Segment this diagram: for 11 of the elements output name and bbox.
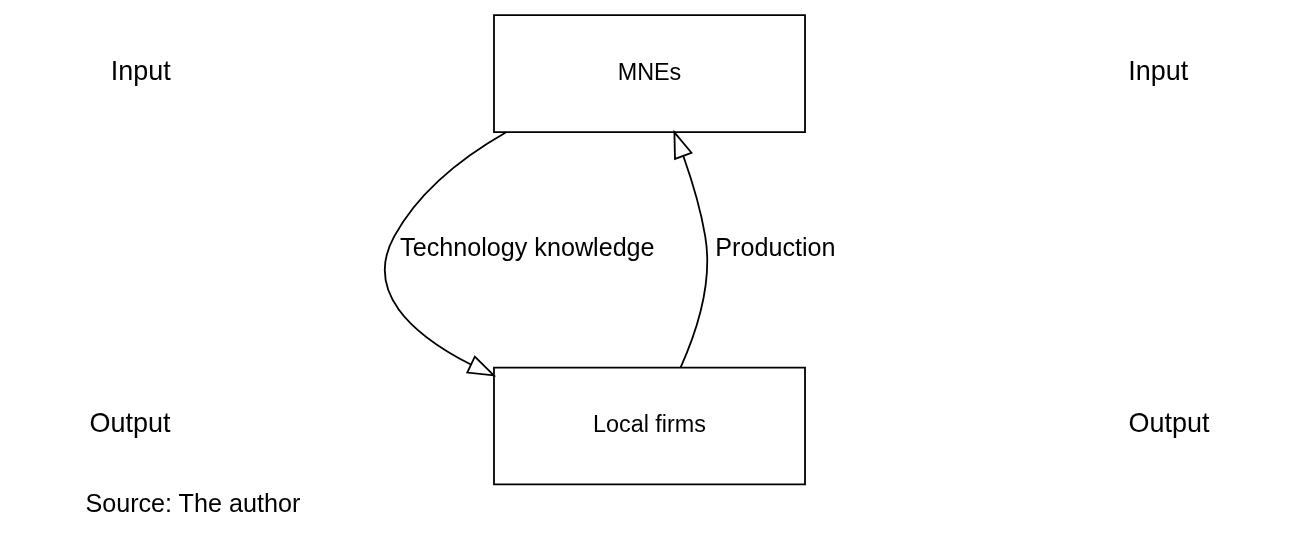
arrow: [384, 131, 508, 377]
arrow: [673, 129, 709, 369]
caption: Source: The author: [85, 488, 301, 517]
label: Output: [89, 408, 171, 439]
edge-label: Production: [715, 233, 836, 262]
node-box: Local firms: [493, 366, 806, 486]
node-box: MNEs: [493, 14, 806, 133]
label: Output: [1128, 408, 1210, 439]
label: Input: [110, 55, 171, 86]
edge-label: Technology knowledge: [400, 233, 655, 262]
label: Input: [1128, 55, 1189, 86]
